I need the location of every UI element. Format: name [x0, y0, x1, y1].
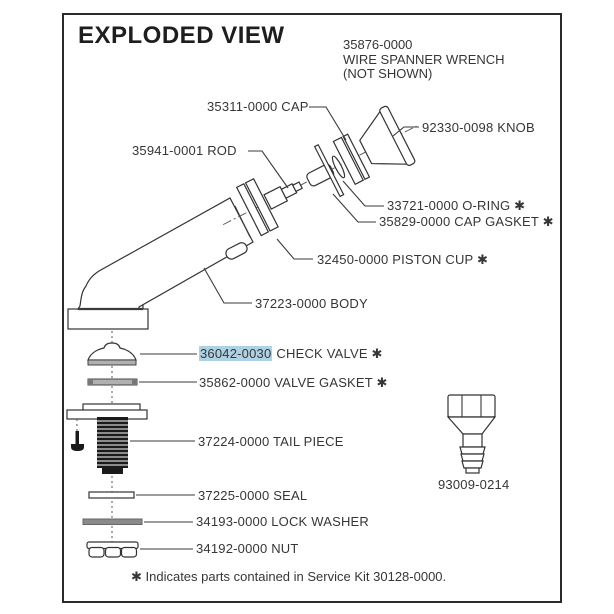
label-valve-gasket: 35862-0000 VALVE GASKET ✱ [199, 375, 388, 390]
label-body: 37223-0000 BODY [255, 296, 368, 311]
tail-piece-drawing [66, 403, 148, 474]
oring-drawing [331, 155, 346, 179]
diagram-border [62, 13, 562, 603]
label-rod: 35941-0001 ROD [132, 143, 237, 158]
piston-disc-drawing [235, 177, 279, 237]
leader-knob [392, 126, 419, 137]
lock-washer-drawing [82, 518, 143, 525]
wrench-not-shown: (NOT SHOWN) [343, 66, 433, 81]
screw-drawing [71, 419, 84, 451]
valve-gasket-drawing [87, 378, 138, 386]
leader-body [203, 267, 252, 304]
cap-gasket-drawing [313, 143, 345, 198]
check-valve-drawing [87, 342, 137, 366]
check-valve-part-number-highlight: 36042-0030 [199, 346, 273, 361]
label-nut: 34192-0000 NUT [196, 541, 299, 556]
service-kit-footnote: ✱ Indicates parts contained in Service K… [131, 569, 447, 584]
label-cap-gasket: 35829-0000 CAP GASKET ✱ [379, 214, 554, 229]
leader-lines [130, 106, 419, 550]
leader-cap-gasket [332, 193, 376, 223]
label-barb-fitting: 93009-0214 [438, 477, 510, 492]
page-title: EXPLODED VIEW [78, 22, 285, 49]
leader-oring [342, 180, 384, 207]
check-valve-name: CHECK VALVE ✱ [276, 346, 383, 361]
label-tail-piece: 37224-0000 TAIL PIECE [198, 434, 344, 449]
wrench-name: WIRE SPANNER WRENCH [343, 51, 505, 67]
label-lock-washer: 34193-0000 LOCK WASHER [196, 514, 370, 529]
rod-drawing [263, 181, 304, 210]
seal-drawing [88, 491, 135, 499]
label-oring: 33721-0000 O-RING ✱ [387, 198, 526, 213]
label-seal: 37225-0000 SEAL [198, 488, 308, 503]
leader-cap [309, 106, 347, 141]
label-piston-cup: 32450-0000 PISTON CUP ✱ [317, 252, 489, 267]
label-knob: 92330-0098 KNOB [422, 120, 535, 135]
wrench-part-number: 35876-0000 [343, 37, 413, 52]
barb-fitting-drawing [446, 394, 497, 474]
body-drawing [76, 197, 254, 311]
piston-cup-drawing [225, 242, 248, 260]
assembly-axis-group [222, 105, 417, 260]
wrench-note: 35876-0000 WIRE SPANNER WRENCH (NOT SHOW… [343, 37, 505, 82]
leader-piston-cup [276, 238, 313, 260]
label-cap: 35311-0000 CAP [207, 99, 309, 114]
leader-rod [248, 150, 289, 189]
cap-drawing [332, 133, 371, 186]
knob-drawing [359, 105, 416, 166]
nut-drawing [86, 541, 139, 558]
